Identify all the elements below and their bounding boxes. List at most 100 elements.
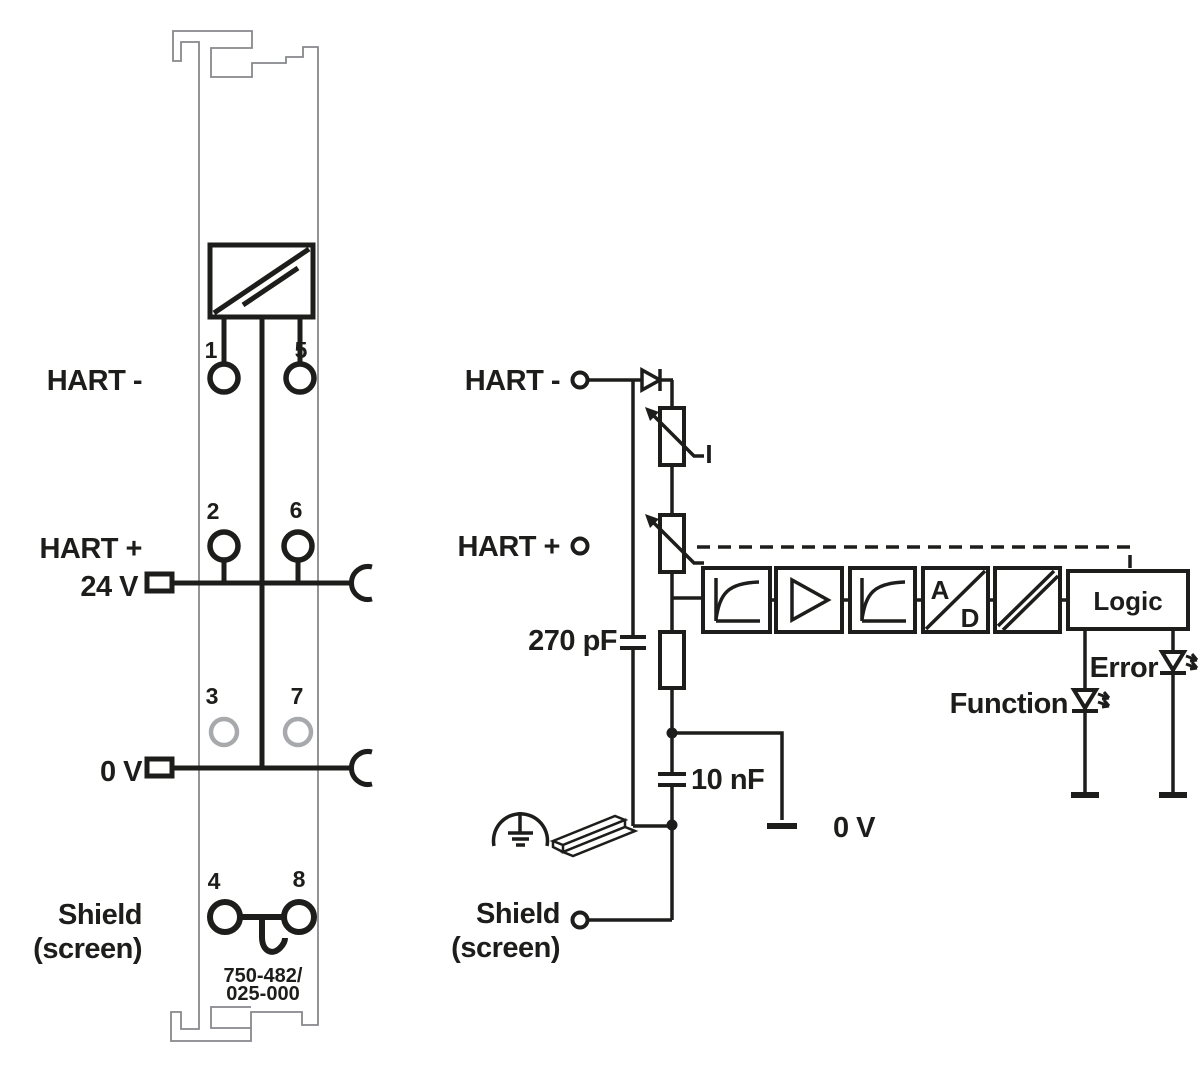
din-rail-icon [549,814,639,858]
signal-chain: A D Logic [701,566,1190,634]
function-led-triangle [1070,688,1100,712]
junction-dot-2 [666,819,678,831]
resistor-1-arrow-line [652,414,704,458]
logic-label: Logic [1093,586,1162,616]
dashed-control-line [697,545,1132,571]
variable-resistor-2-icon [645,513,704,574]
resistor-1-arrowhead [645,407,659,421]
logic-box [1066,569,1190,631]
terminal-5-number: 5 [295,337,308,363]
resistor-1-body [658,406,686,467]
cap-10nf-icon [658,772,686,787]
filter-block-1-icon [701,566,772,634]
terminal-5 [283,361,317,395]
error-led-icon [1158,650,1199,675]
io-module: 1 5 2 6 3 7 4 8 HART - HART + 24 V 0 V S… [33,30,373,1042]
terminal-1-number: 1 [205,337,218,363]
function-label: Function [950,688,1068,720]
terminal-4 [207,899,243,935]
current-label: I [705,439,712,469]
shield-terminal-icon [570,910,590,930]
shield-label-module: Shield [58,899,142,931]
terminal-6 [281,529,315,563]
amp-triangle [790,577,832,623]
shield-label-circuit: Shield [476,898,560,930]
iso-box [993,566,1062,634]
variable-resistor-1-icon [645,406,704,467]
0v-field-connector-icon [144,756,175,779]
terminal-8-number: 8 [293,866,306,892]
hart-plus-label-module: HART + [39,533,142,565]
error-led-triangle [1158,650,1188,674]
circuit-schematic: HART - HART + Shield (screen) [451,365,1199,964]
filter2-curve [860,580,906,620]
module-isolation-block-icon [207,242,316,320]
hart-minus-label-module: HART - [47,365,142,397]
resistor-2-body [658,513,686,574]
resistor-2-arrow-line [652,521,704,565]
filter1-curve [714,580,760,620]
module-terminal-numbers: 1 5 2 6 3 7 4 8 [205,337,308,894]
24v-field-connector-icon [144,571,175,594]
logic-block: Logic [1066,569,1190,631]
terminal-8 [281,899,317,935]
module-outline-path [170,30,319,1042]
error-led-ray-1 [1185,653,1199,663]
terminal-7-number: 7 [291,683,304,709]
hart-plus-terminal-icon [570,536,590,556]
resistor-2-arrowhead [645,514,659,528]
cap-270pf-icon [620,635,646,650]
screen-label-module: (screen) [33,933,142,965]
0v-label-module: 0 V [100,756,143,788]
part-number-line2: 025-000 [226,983,299,1005]
module-body-outline [170,30,319,1042]
isolation-diagonal-main [212,246,311,316]
function-led-ray-1 [1097,691,1111,701]
cap-270pf-label: 270 pF [528,625,617,657]
shield-hook-icon [259,917,288,955]
24v-jumper-contact-icon [348,564,373,602]
module-outline-bottom-notch [210,1006,251,1029]
module-terminals [207,361,317,935]
hart-minus-terminal-icon [570,370,590,390]
amplifier-block-icon [774,566,844,634]
cap-10nf-label: 10 nF [691,764,764,796]
terminal-2 [207,529,241,563]
terminal-6-number: 6 [290,497,303,523]
isolation-diagonal-short [241,265,300,308]
0v-label-circuit: 0 V [833,812,876,844]
isolation-block-icon [993,566,1062,634]
din-rail-bottom-flange [559,825,639,858]
circuit-wiring [588,378,797,922]
24v-label-module: 24 V [80,571,139,603]
amp-box [774,566,844,634]
error-led-ray-2 [1185,661,1199,671]
ad-converter-block-icon: A D [921,566,990,634]
din-rail-end-cap [551,841,564,854]
error-label: Error [1090,652,1159,684]
part-number-line1: 750-482/ [224,965,303,987]
led-outputs: Function Error [950,629,1199,798]
junction-dot-1 [666,727,678,739]
module-wiring [144,317,373,955]
diode-icon [640,367,664,393]
module-row-labels: HART - HART + 24 V 0 V Shield (screen) [33,365,143,965]
terminal-4-number: 4 [208,868,221,894]
terminal-7-inactive [282,716,314,748]
hart-minus-label-circuit: HART - [465,365,560,397]
module-part-number: 750-482/ 025-000 [224,965,303,1005]
resistor-3-icon [658,630,686,690]
terminal-3-number: 3 [206,683,219,709]
function-led-ray-2 [1097,699,1111,709]
wire-0v-branch [672,731,784,820]
screen-label-circuit: (screen) [451,932,560,964]
filter-block-2-icon [848,566,917,634]
terminal-1 [207,361,241,395]
iso-diagonals [996,569,1060,632]
ad-diagonal [924,569,987,631]
terminal-3-inactive [208,716,240,748]
ad-a-label: A [931,575,950,605]
function-led-icon [1070,688,1111,713]
